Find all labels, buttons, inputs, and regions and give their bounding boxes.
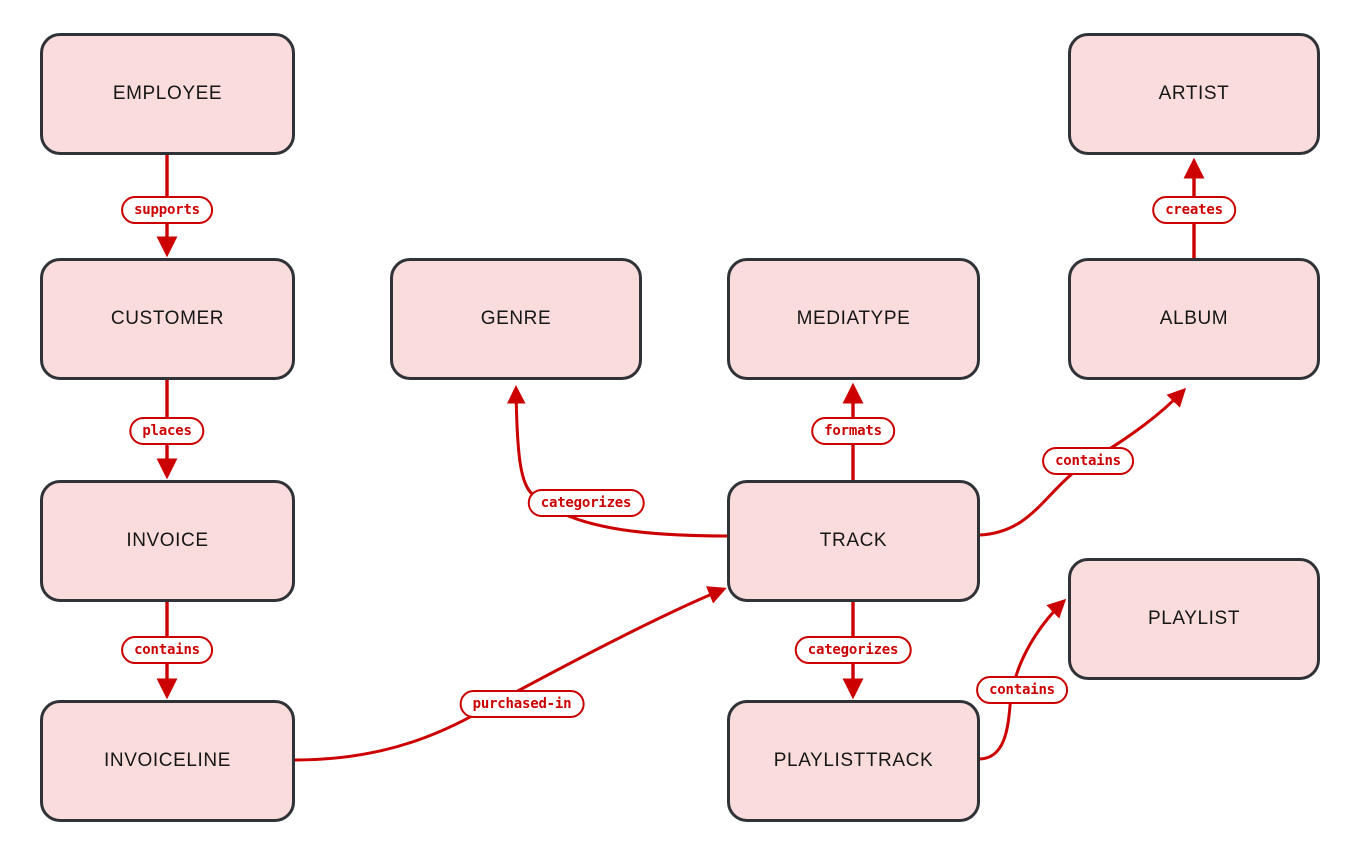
node-album[interactable]: ALBUM <box>1068 258 1320 380</box>
node-track[interactable]: TRACK <box>727 480 980 602</box>
node-customer[interactable]: CUSTOMER <box>40 258 295 380</box>
edge-label-categorizes-playlisttrack[interactable]: categorizes <box>794 636 912 664</box>
edge-label-text: contains <box>989 682 1055 698</box>
node-label-track: TRACK <box>819 530 888 551</box>
edge-label-contains-playlist[interactable]: contains <box>976 676 1068 704</box>
node-label-customer: CUSTOMER <box>110 308 225 329</box>
node-playlisttrack[interactable]: PLAYLISTTRACK <box>727 700 980 822</box>
edge-label-creates[interactable]: creates <box>1152 196 1236 224</box>
node-employee[interactable]: EMPLOYEE <box>40 33 295 155</box>
edge-label-text: supports <box>134 202 200 218</box>
edge-label-text: contains <box>1055 453 1121 469</box>
node-genre[interactable]: GENRE <box>390 258 642 380</box>
node-label-genre: GENRE <box>480 308 552 329</box>
node-invoice[interactable]: INVOICE <box>40 480 295 602</box>
edge-label-text: places <box>142 423 192 439</box>
node-label-playlist: PLAYLIST <box>1147 608 1241 629</box>
edge-label-text: creates <box>1165 202 1223 218</box>
node-mediatype[interactable]: MEDIATYPE <box>727 258 980 380</box>
edge-label-text: categorizes <box>807 642 899 658</box>
node-label-invoice: INVOICE <box>126 530 209 551</box>
node-label-artist: ARTIST <box>1158 83 1230 104</box>
edge-label-purchased-in[interactable]: purchased-in <box>459 690 585 718</box>
node-invoiceline[interactable]: INVOICELINE <box>40 700 295 822</box>
node-playlist[interactable]: PLAYLIST <box>1068 558 1320 680</box>
node-label-album: ALBUM <box>1159 308 1229 329</box>
node-label-invoiceline: INVOICELINE <box>104 750 231 771</box>
node-label-playlisttrack: PLAYLISTTRACK <box>773 750 934 771</box>
edge-label-supports[interactable]: supports <box>121 196 213 224</box>
edge-invoiceline-track <box>294 586 727 762</box>
edge-label-contains-invoice[interactable]: contains <box>121 636 213 664</box>
node-label-mediatype: MEDIATYPE <box>796 308 911 329</box>
edge-label-text: categorizes <box>540 495 632 511</box>
edge-label-text: purchased-in <box>472 696 572 712</box>
edge-label-formats[interactable]: formats <box>811 417 895 445</box>
node-artist[interactable]: ARTIST <box>1068 33 1320 155</box>
edge-label-places[interactable]: places <box>129 417 205 445</box>
edge-label-contains-album[interactable]: contains <box>1042 447 1134 475</box>
edge-label-categorizes-genre[interactable]: categorizes <box>527 489 645 517</box>
node-label-employee: EMPLOYEE <box>112 83 223 104</box>
edge-label-text: contains <box>134 642 200 658</box>
edge-label-text: formats <box>824 423 882 439</box>
